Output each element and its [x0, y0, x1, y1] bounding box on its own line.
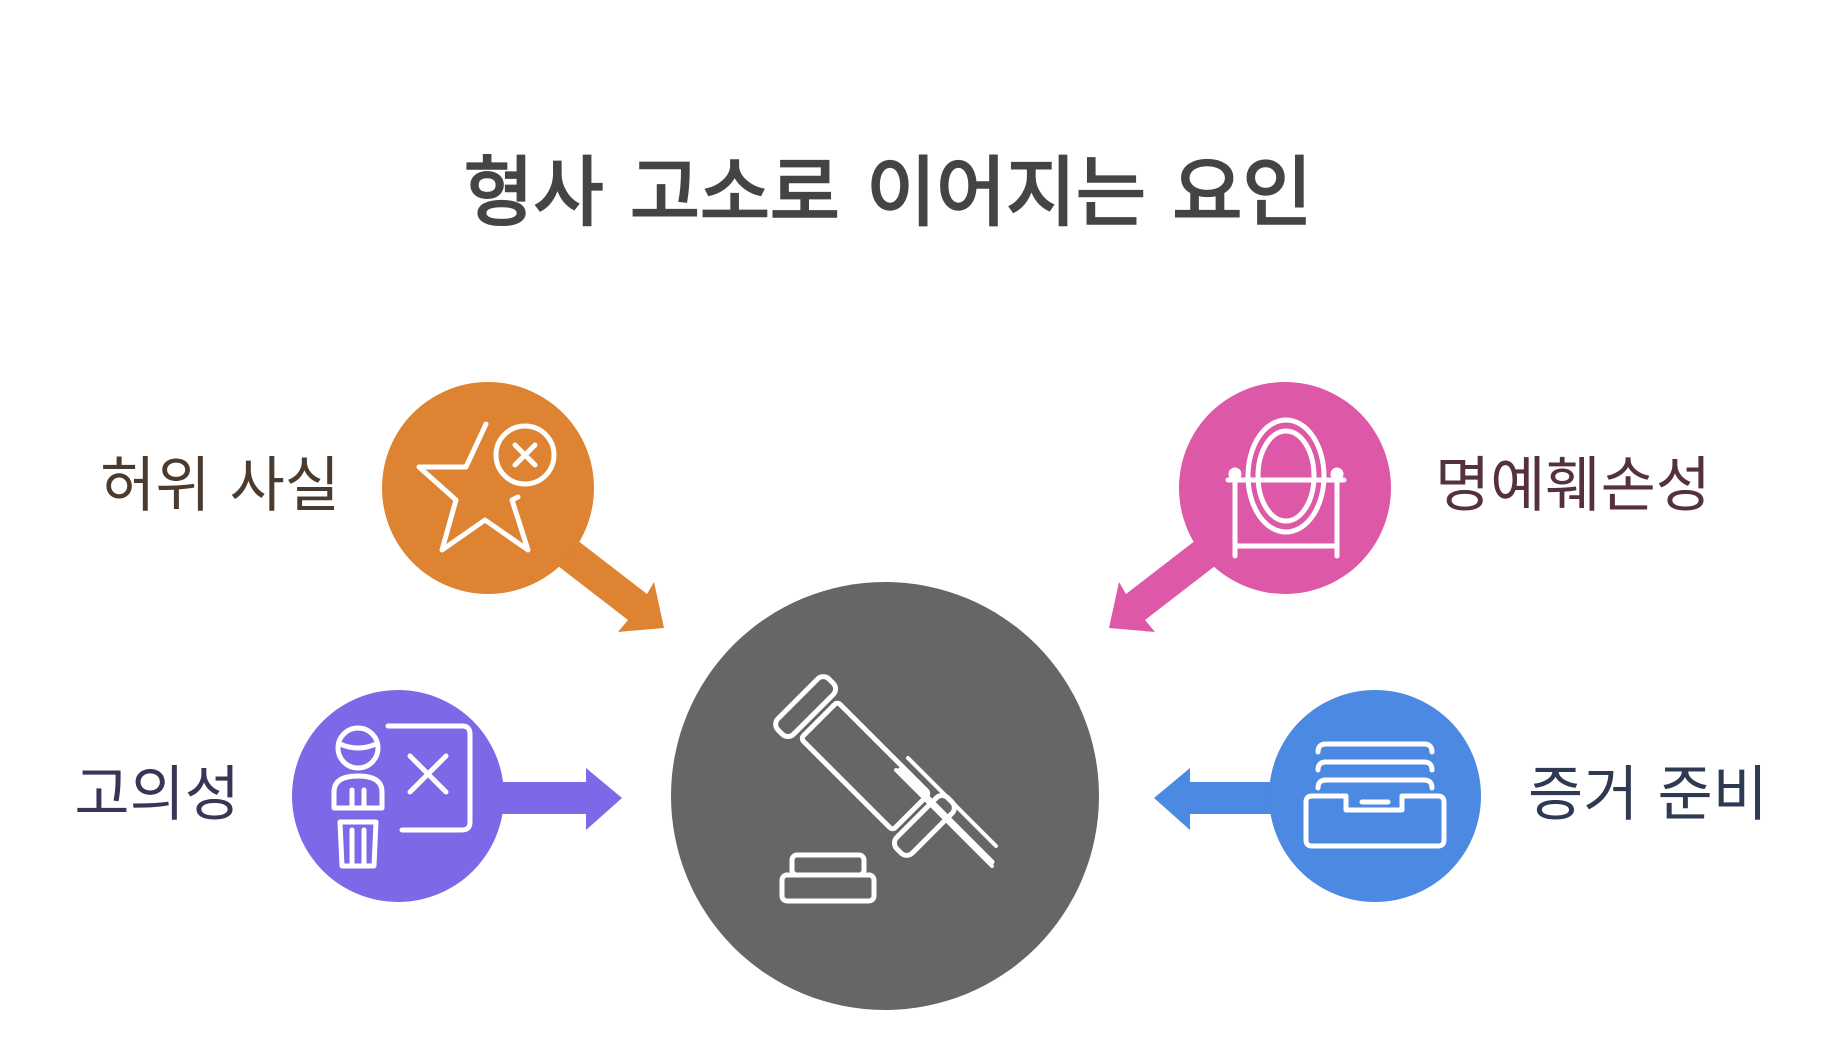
person-x-board-icon: [331, 723, 473, 869]
mirror-icon: [1225, 417, 1347, 559]
gavel-icon: [773, 674, 998, 904]
factor-label-evidence: 증거 준비: [1528, 760, 1768, 830]
factor-label-intent: 고의성: [74, 760, 240, 830]
arrow-evidence: [1154, 768, 1280, 830]
center-node: [671, 582, 1099, 1010]
factor-intent: [292, 690, 622, 902]
filing-tray-icon: [1303, 741, 1447, 849]
star-x-icon: [416, 421, 557, 553]
factor-false-facts: [382, 382, 664, 632]
arrow-false-facts: [558, 540, 664, 632]
diagram-title: 형사 고소로 이어지는 요인: [463, 148, 1313, 237]
factor-evidence: [1154, 690, 1481, 902]
factor-label-defamation: 명예훼손성: [1435, 451, 1711, 521]
factor-defamation: [1109, 382, 1391, 632]
arrow-defamation: [1109, 540, 1215, 632]
arrow-intent: [496, 768, 622, 830]
factor-label-false-facts: 허위 사실: [100, 451, 340, 521]
